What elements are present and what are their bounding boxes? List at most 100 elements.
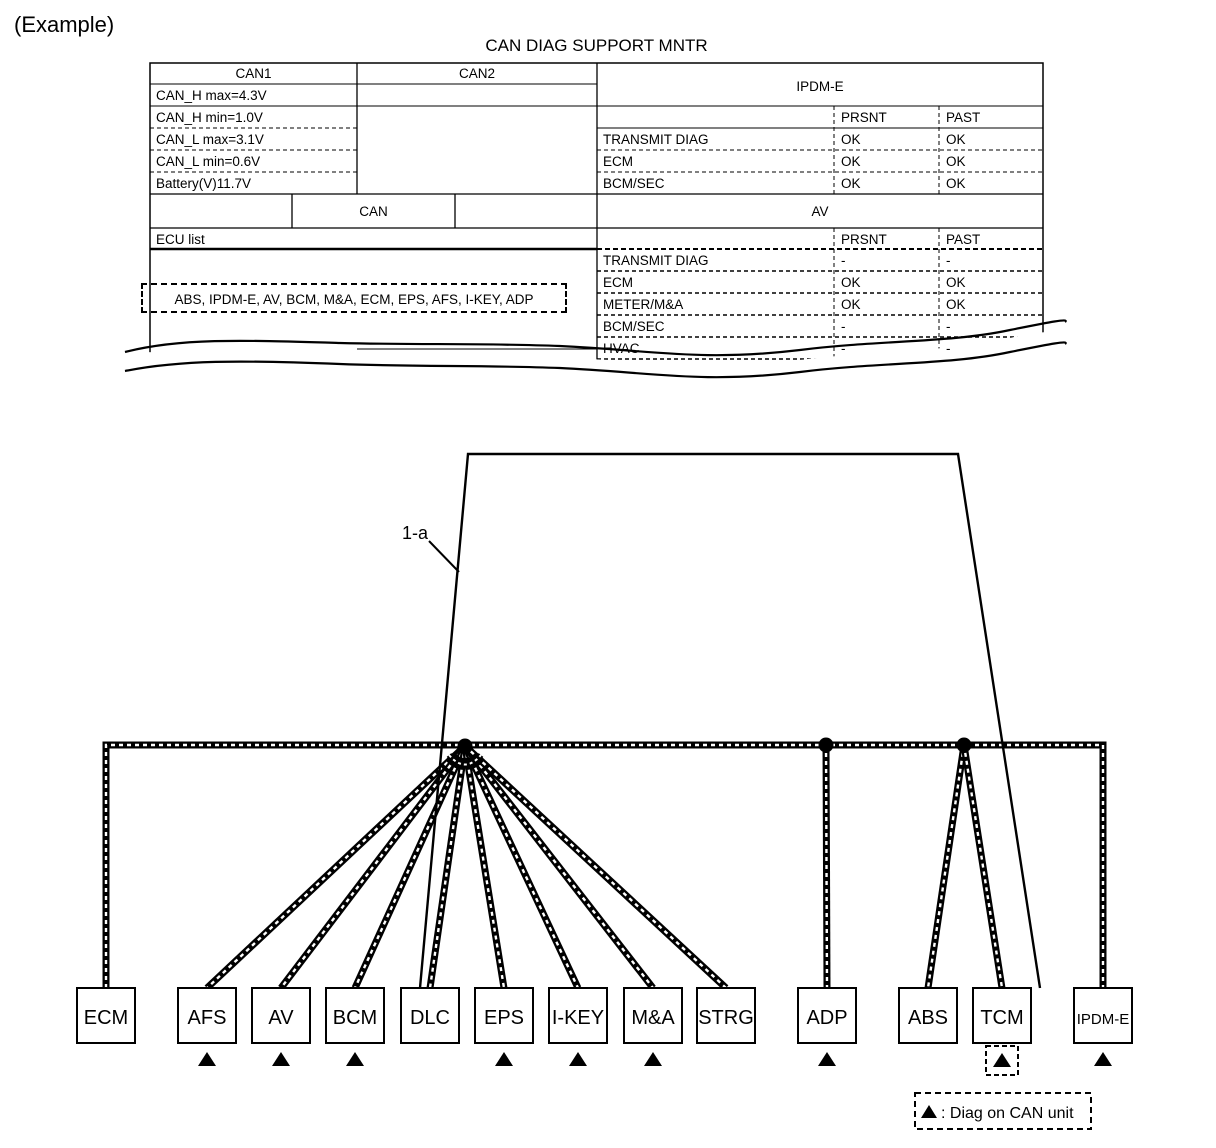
ipdm-col-past: PAST [946,110,981,125]
unit-afs: AFS [177,987,237,1044]
unit-adp: ADP [797,987,857,1044]
can-branch-bcm [351,744,469,990]
ecu-list: ABS, IPDM-E, AV, BCM, M&A, ECM, EPS, AFS… [141,283,567,313]
monitor-table-grid [124,62,1067,379]
can-main-bus [102,741,1107,988]
legend-box [914,1092,1092,1130]
diag-mark-icon [272,1052,290,1066]
av-row-name: METER/M&A [603,297,684,312]
diag-mark-icon [198,1052,216,1066]
unit-box [251,987,311,1044]
unit-box [177,987,237,1044]
ipdm-title: IPDM-E [796,79,844,94]
can-branch-tcm [960,744,1006,989]
connector-1a-label: 1-a [402,523,429,543]
example-label: (Example) [14,12,115,37]
can-branch-abs [924,744,968,989]
unit-box [548,987,608,1044]
can2-header: CAN2 [458,66,495,81]
ecu-list-label: ECU list [156,232,205,247]
unit-box [972,987,1032,1044]
battery-voltage: Battery(V)11.7V [156,176,252,191]
can-h-max: CAN_H max=4.3V [156,88,267,103]
connector-1a-wire [418,452,1042,989]
can-branch-i-key [461,744,582,990]
can-branch-adp [822,744,831,989]
unit-label: ECM [84,1007,128,1029]
ipdm-row-present: OK [841,154,861,169]
unit-tcm: TCM [972,987,1032,1044]
unit-box [696,987,756,1044]
diag-mark-icon [921,1105,937,1118]
av-col-present: PRSNT [841,232,887,247]
diag-mark-icon [495,1052,513,1066]
splice-dot [956,737,972,753]
diag-on-can-mark-icon [993,1053,1011,1067]
av-row-present: - [841,253,846,268]
unit-manda: M&A [623,987,683,1044]
av-row-present: OK [841,297,861,312]
unit-label: M&A [631,1007,675,1029]
unit-box [325,987,385,1044]
ipdm-row-name: BCM/SEC [603,176,665,191]
connector-1a-leader [428,540,460,573]
unit-abs: ABS [898,987,958,1044]
unit-i-key: I-KEY [548,987,608,1044]
splice-dot [457,738,473,754]
unit-box [474,987,534,1044]
unit-box [1073,987,1133,1044]
unit-ipdm-e: IPDM-E [1073,987,1133,1044]
diag-on-can-box [985,1045,1019,1076]
can-l-min: CAN_L min=0.6V [156,154,261,169]
legend: : Diag on CAN unit [914,1092,1092,1130]
can-branch-av [278,743,468,991]
monitor-title: CAN DIAG SUPPORT MNTR [485,36,708,55]
can-l-max: CAN_L max=3.1V [156,132,264,147]
unit-av: AV [251,987,311,1044]
av-title: AV [811,204,829,219]
unit-label: STRG [698,1007,754,1029]
unit-label: IPDM-E [1077,1011,1130,1028]
av-row-present: - [841,319,846,334]
can-branch-afs [204,743,468,991]
ipdm-col-present: PRSNT [841,110,887,125]
ipdm-row-present: OK [841,176,861,191]
av-row-name: ECM [603,275,633,290]
av-col-past: PAST [946,232,981,247]
can-h-min: CAN_H min=1.0V [156,110,263,125]
ipdm-row-name: ECM [603,154,633,169]
av-row-past: - [946,253,951,268]
unit-dlc: DLC [400,987,460,1044]
unit-strg: STRG [696,987,756,1044]
unit-box [898,987,958,1044]
diag-mark-icon [1094,1052,1112,1066]
av-row-past: - [946,341,951,356]
splice-arc-dash [448,754,482,766]
ipdm-row-past: OK [946,154,966,169]
ipdm-row-name: TRANSMIT DIAG [603,132,709,147]
unit-label: TCM [980,1007,1023,1029]
ipdm-row-past: OK [946,132,966,147]
av-row-name: HVAC [603,341,640,356]
can-branch-strg [462,743,729,991]
unit-label: ADP [806,1007,847,1029]
av-row-past: - [946,319,951,334]
diag-mark-icon [346,1052,364,1066]
can-branch-manda [462,743,656,991]
unit-label: AFS [188,1007,227,1029]
ipdm-row-past: OK [946,176,966,191]
unit-box [400,987,460,1044]
unit-bcm: BCM [325,987,385,1044]
av-row-present: - [841,341,846,356]
unit-eps: EPS [474,987,534,1044]
unit-label: BCM [333,1007,377,1029]
diag-mark-icon [569,1052,587,1066]
unit-label: DLC [410,1007,450,1029]
splice-dot [818,737,834,753]
unit-box [76,987,136,1044]
unit-ecm: ECM [76,987,136,1044]
av-row-present: OK [841,275,861,290]
unit-label: AV [268,1007,294,1029]
can-header: CAN [359,204,388,219]
